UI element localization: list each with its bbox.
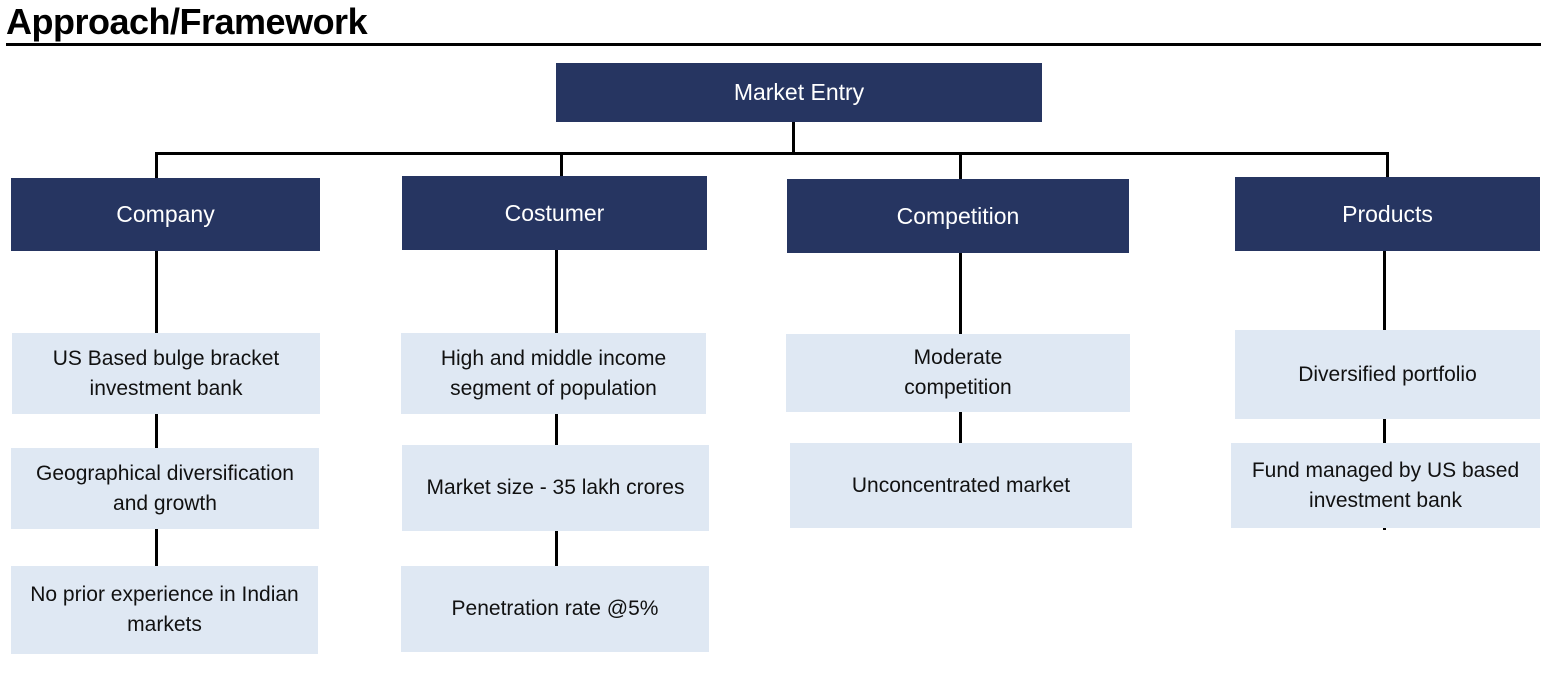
competition-item-2: Unconcentrated market [790, 443, 1132, 528]
root-node-market-entry: Market Entry [556, 63, 1042, 122]
branch-header-costumer: Costumer [402, 176, 707, 250]
page-title: Approach/Framework [6, 1, 368, 42]
branch-header-products: Products [1235, 177, 1540, 251]
connector-to-company [155, 152, 158, 179]
connector-to-competition [959, 152, 962, 180]
connector-root-down [792, 121, 795, 153]
company-item-3: No prior experience in Indian markets [11, 566, 318, 654]
costumer-item-3: Penetration rate @5% [401, 566, 709, 652]
branch-header-competition: Competition [787, 179, 1129, 253]
costumer-item-2: Market size - 35 lakh crores [402, 445, 709, 531]
products-item-2: Fund managed by US based investment bank [1231, 443, 1540, 528]
connector-to-costumer [560, 152, 563, 177]
connector-horizontal-bar [155, 152, 1389, 155]
products-item-1: Diversified portfolio [1235, 330, 1540, 419]
company-item-1: US Based bulge bracket investment bank [12, 333, 320, 414]
costumer-item-1: High and middle income segment of popula… [401, 333, 706, 414]
title-underline [6, 43, 1541, 46]
connector-to-products [1386, 152, 1389, 178]
competition-item-1: Moderate competition [786, 334, 1130, 412]
company-item-2: Geographical diversification and growth [11, 448, 319, 529]
branch-header-company: Company [11, 178, 320, 251]
